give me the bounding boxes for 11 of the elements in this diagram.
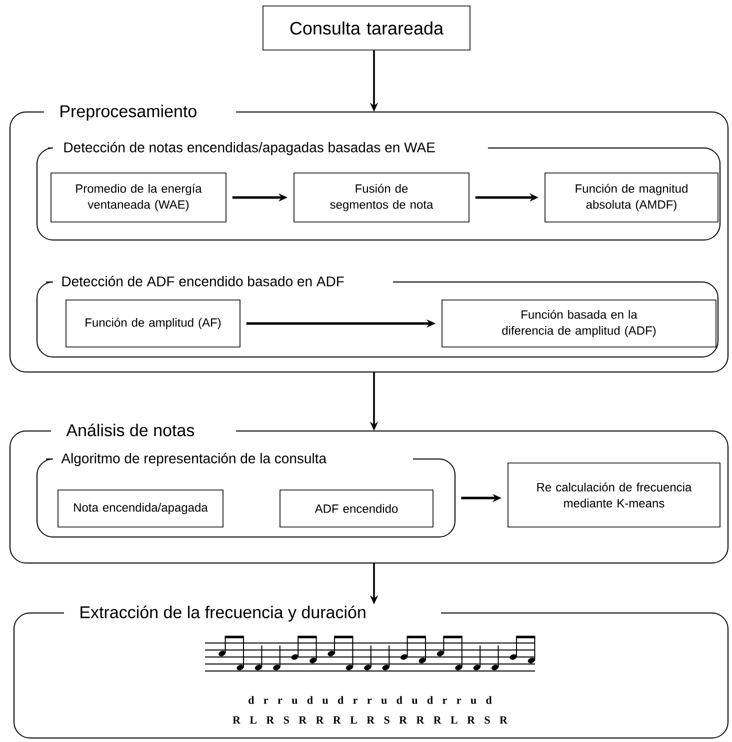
process-box: Función de magnitud absoluta (AMDF) <box>544 172 718 222</box>
note-letters: R L R S R R R L R S R R R L R S R <box>232 716 508 724</box>
process-box: Función de amplitud (AF) <box>66 300 240 348</box>
process-box: Consulta tarareada <box>262 6 470 50</box>
process-box: ADF encendido <box>280 490 434 528</box>
note-letters: d r r u d u d r r u d u d r r u d <box>248 696 492 704</box>
process-box: Fusión de segmentos de nota <box>294 172 470 222</box>
process-box: Función basada en la diferencia de amplitud (ADF) <box>442 300 716 348</box>
process-box: Nota encendida/apagada <box>58 490 224 528</box>
process-box: Re calculación de frecuencia mediante K-means <box>508 462 720 528</box>
process-box: Promedio de la energía ventaneada (WAE) <box>50 172 226 222</box>
